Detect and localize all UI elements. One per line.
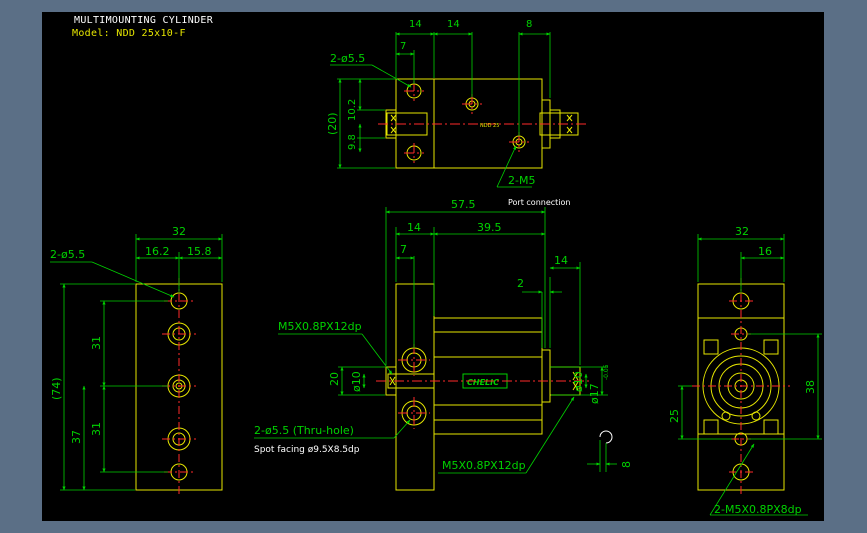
left-view: 32 16.2 15.8 2-ø5.5 (74) 31 37 31 [50,225,223,496]
front-tol-d17: -0.05 [603,364,610,380]
top-port-callout: 2-M5 [508,174,535,187]
brand-label: CHELIC [467,378,499,387]
top-dim-14a: 14 [409,19,422,30]
top-dim-14b: 14 [447,19,460,30]
right-thread-callout: 2-M5X0.8PX8dp [714,503,802,516]
model-label: Model: NDD 25x10-F [72,28,186,39]
front-thread-b-callout: M5X0.8PX12dp [442,459,526,472]
right-dim-25: 25 [668,409,681,423]
top-hole-callout: 2-ø5.5 [330,52,365,65]
left-dim-15-8: 15.8 [187,245,212,258]
front-view: CHELIC [254,198,633,491]
front-dim-d17: ø17 [588,383,601,404]
left-dim-16-2: 16.2 [145,245,170,258]
front-dim-14b: 14 [554,254,568,267]
left-dim-32: 32 [172,225,186,238]
right-dim-32: 32 [735,225,749,238]
front-dim-d10: ø10 [350,371,363,392]
top-port-note: Port connection [508,198,570,207]
front-thread-callout: M5X0.8PX12dp [278,320,362,333]
drawing-canvas: MULTIMOUNTING CYLINDER Model: NDD 25x10-… [42,12,824,521]
top-view-label: NDD 25 [480,123,499,129]
front-dim-14: 14 [407,221,421,234]
left-hole-callout: 2-ø5.5 [50,248,85,261]
left-dim-31b: 31 [90,422,103,436]
front-hole-note: 2-ø5.5 (Thru-hole) [254,424,354,437]
front-dim-2: 2 [517,277,524,290]
cad-drawing: NDD 25 [50,19,822,516]
top-dim-9-8: 9.8 [347,134,358,150]
top-dim-20: (20) [326,112,339,135]
front-dim-57-5: 57.5 [451,198,476,211]
front-dim-39-5: 39.5 [477,221,502,234]
left-dim-37: 37 [70,430,83,444]
left-dim-74: (74) [50,377,63,400]
left-dim-31a: 31 [90,336,103,350]
right-dim-38: 38 [804,380,817,394]
front-dim-20: 20 [328,372,341,386]
front-dim-d10b: ø10 [572,371,585,392]
front-dim-7: 7 [400,243,407,256]
right-view: 32 16 38 25 2-M5X0.8PX8dp [668,225,822,516]
top-dim-7: 7 [400,41,406,52]
front-spot-note: Spot facing ø9.5X8.5dp [254,445,360,455]
front-dim-8: 8 [620,461,633,468]
top-dim-8: 8 [526,19,532,30]
top-dim-10-2: 10.2 [347,99,358,121]
drawing-title: MULTIMOUNTING CYLINDER [74,15,214,26]
top-view: NDD 25 [326,19,587,207]
right-dim-16: 16 [758,245,772,258]
